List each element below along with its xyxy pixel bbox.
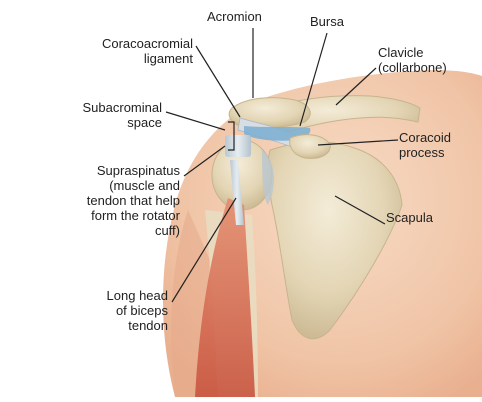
coracoid-line1: Coracoid xyxy=(399,130,451,145)
supraspinatus-line2: (muscle and xyxy=(10,178,180,193)
label-coracoid-process: Coracoid process xyxy=(399,130,451,160)
coracoid-line2: process xyxy=(399,145,451,160)
supraspinatus-line4: form the rotator xyxy=(10,208,180,223)
supraspinatus-line1: Supraspinatus xyxy=(10,163,180,178)
clavicle-line2: (collarbone) xyxy=(378,60,447,75)
label-acromion: Acromion xyxy=(207,9,262,24)
label-subacromial-space: Subacrominal space xyxy=(56,100,162,130)
label-supraspinatus: Supraspinatus (muscle and tendon that he… xyxy=(10,163,180,238)
biceps-line1: Long head xyxy=(55,288,168,303)
biceps-line2: of biceps xyxy=(55,303,168,318)
label-bursa: Bursa xyxy=(310,14,344,29)
pointer-subacromial xyxy=(166,112,225,130)
label-clavicle: Clavicle (collarbone) xyxy=(378,45,447,75)
label-biceps-tendon: Long head of biceps tendon xyxy=(55,288,168,333)
acromion-text: Acromion xyxy=(207,9,262,24)
coracoacromial-line1: Coracoacromial xyxy=(55,36,193,51)
label-coracoacromial-ligament: Coracoacromial ligament xyxy=(55,36,193,66)
label-scapula: Scapula xyxy=(386,210,433,225)
subacromial-line1: Subacrominal xyxy=(56,100,162,115)
clavicle-line1: Clavicle xyxy=(378,45,447,60)
supraspinatus-tendon xyxy=(225,135,251,157)
subacromial-line2: space xyxy=(56,115,162,130)
coracoacromial-line2: ligament xyxy=(55,51,193,66)
scapula-text: Scapula xyxy=(386,210,433,225)
biceps-line3: tendon xyxy=(55,318,168,333)
supraspinatus-line3: tendon that help xyxy=(10,193,180,208)
pointer-coracoacromial xyxy=(196,46,240,117)
bursa-text: Bursa xyxy=(310,14,344,29)
supraspinatus-line5: cuff) xyxy=(10,223,180,238)
